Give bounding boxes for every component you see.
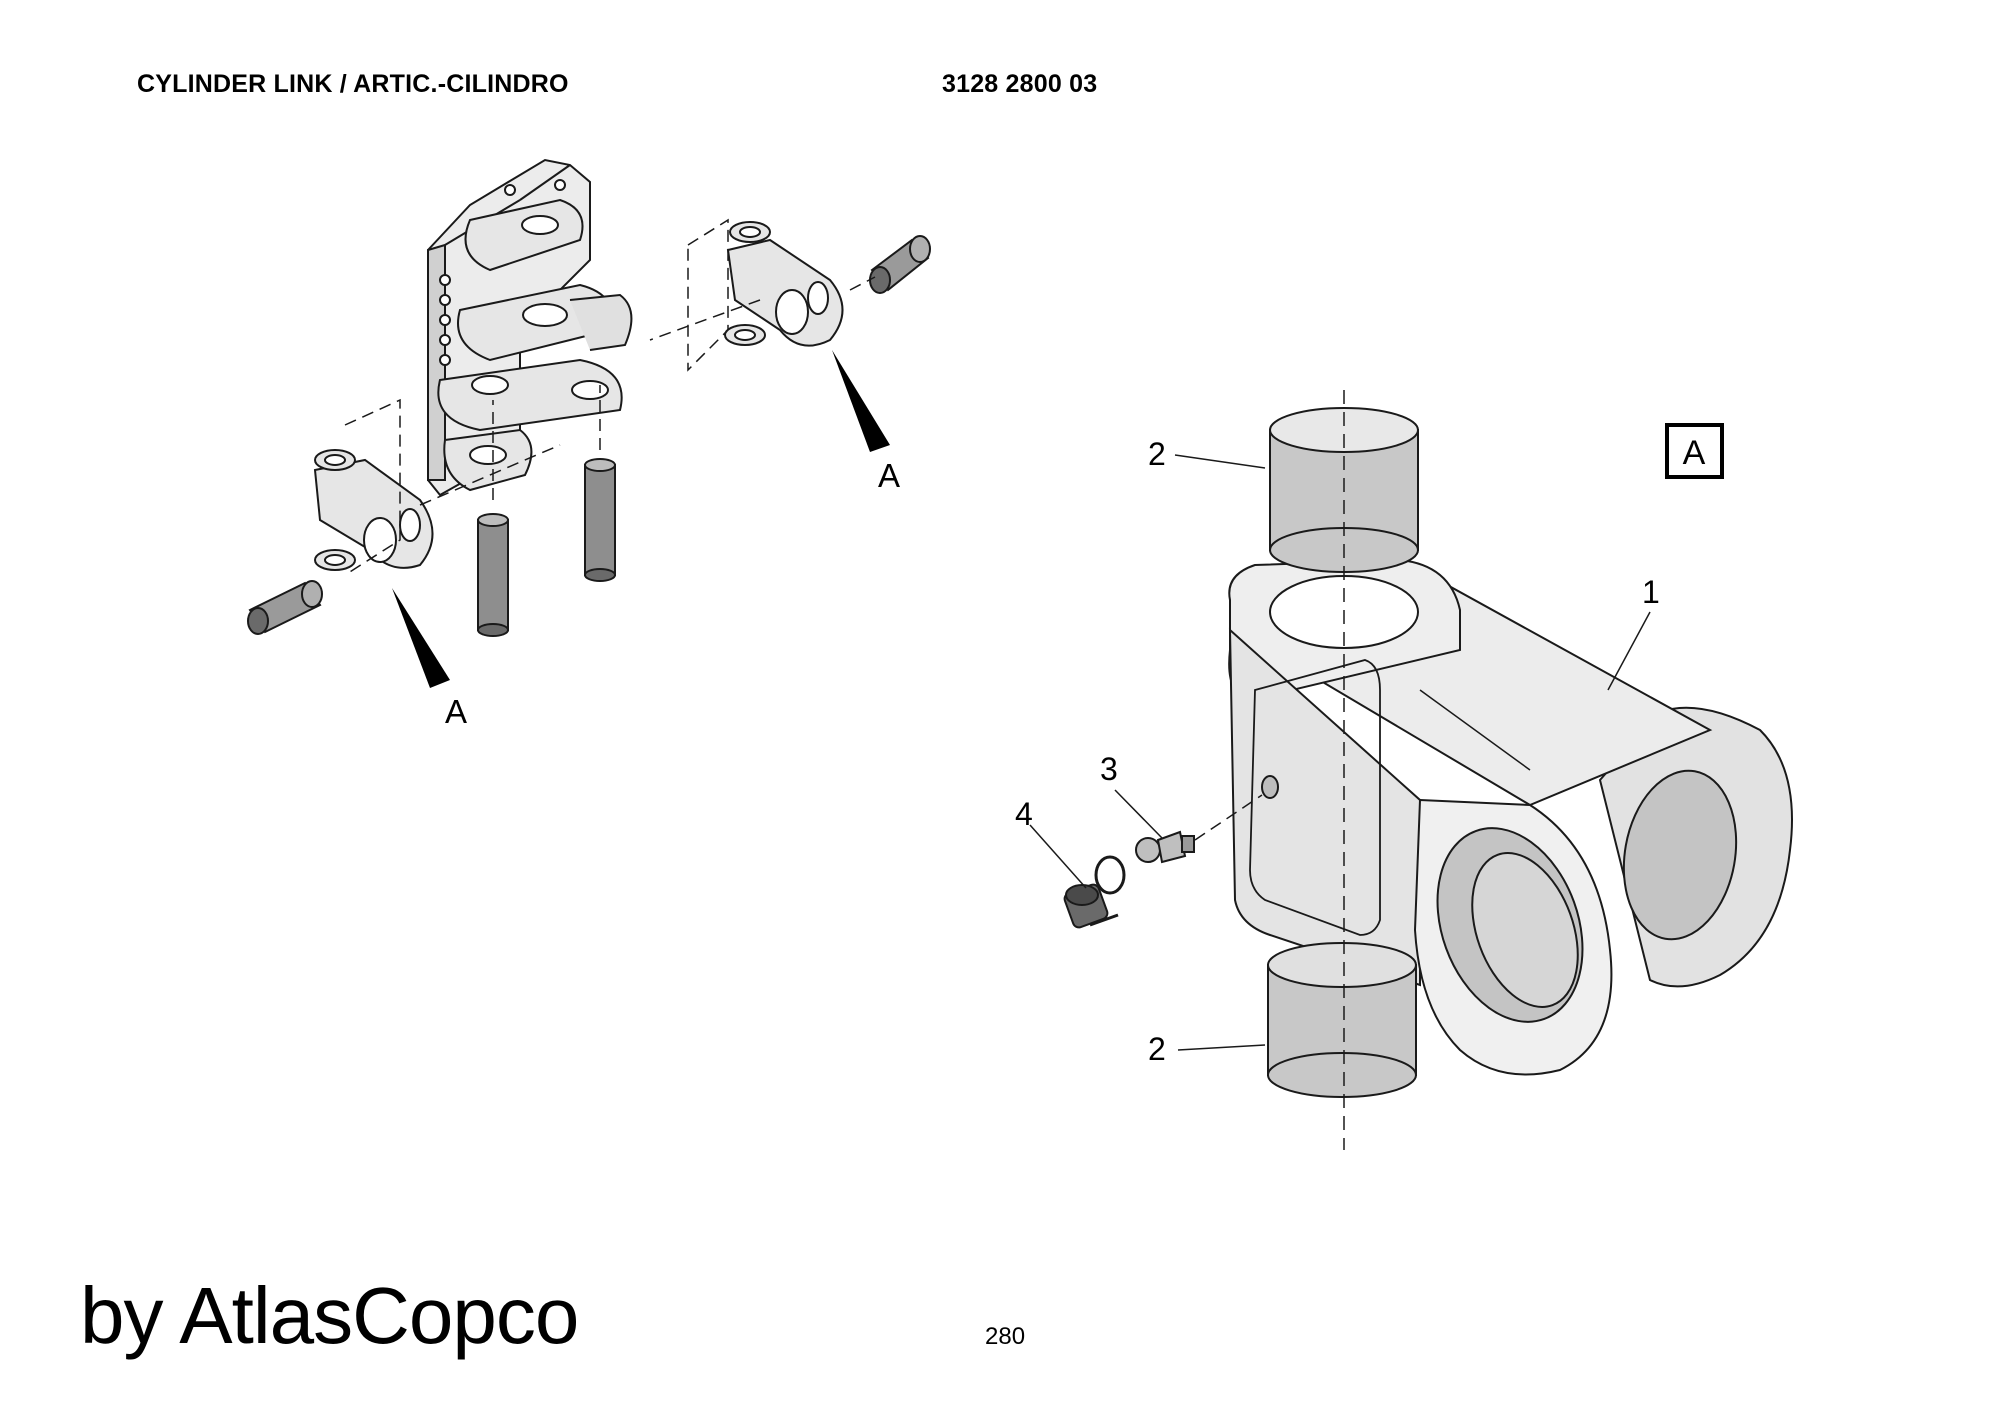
protective-cap (1063, 855, 1126, 929)
bushing-bottom (1267, 942, 1417, 1098)
page-number: 280 (985, 1323, 1026, 1350)
callout-item-1: 1 (1642, 574, 1660, 610)
cylinder-link-body (1228, 558, 1793, 1076)
pin-lower-left (247, 580, 323, 635)
small-link-lower (313, 449, 434, 571)
detail-box-label: A (1683, 434, 1706, 472)
brand-footer: by AtlasCopco (80, 1271, 579, 1360)
leader-lines (1029, 454, 1651, 1051)
small-link-upper (724, 221, 844, 347)
page-title: CYLINDER LINK / ARTIC.-CILINDRO (137, 70, 569, 98)
grease-nipple (1135, 830, 1195, 864)
assembly-dashed-lines (344, 218, 876, 576)
vertical-pin-left (477, 513, 509, 637)
vertical-pin-right (584, 458, 616, 582)
pin-upper-right (869, 235, 931, 294)
view-ref-lower: A (445, 693, 467, 730)
callout-item-3: 3 (1100, 751, 1118, 787)
callout-item-4: 4 (1015, 796, 1033, 832)
view-arrow-lower (392, 588, 450, 688)
plate-lug-upper (464, 198, 584, 272)
detail-view-a (1029, 390, 1793, 1150)
view-ref-upper: A (878, 457, 900, 494)
callout-item-2-top: 2 (1148, 436, 1166, 472)
plate-lug-bottom (443, 428, 533, 492)
callout-item-2-bottom: 2 (1148, 1031, 1166, 1067)
plate-lug-lower (437, 358, 623, 432)
view-arrow-upper (832, 350, 890, 452)
assembly-overview (247, 158, 931, 688)
detail-box-frame (1665, 423, 1724, 479)
plate-lug-middle (457, 283, 633, 362)
nipple-axis (1194, 794, 1263, 841)
part-number: 3128 2800 03 (942, 70, 1098, 98)
